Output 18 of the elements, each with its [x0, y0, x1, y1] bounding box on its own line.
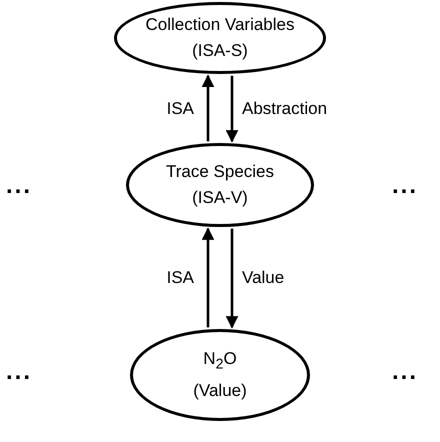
- arrow: [226, 76, 238, 143]
- ellipsis: ...: [6, 358, 32, 386]
- ellipsis: ...: [392, 172, 418, 200]
- edge-label: ISA: [166, 98, 194, 118]
- node-text: Trace Species: [166, 161, 274, 183]
- arrow: [202, 227, 214, 328]
- edge-label: Value: [242, 268, 284, 288]
- node-text: (ISA-S): [192, 40, 248, 62]
- node-text: (ISA-V): [192, 187, 248, 209]
- ellipsis: ...: [392, 358, 418, 386]
- edge-label: ISA: [166, 268, 194, 288]
- node-text: (Value): [193, 380, 247, 402]
- edge-label: Abstraction: [242, 98, 328, 118]
- arrow: [202, 74, 214, 142]
- node-text: N$_{2}$O: [203, 348, 237, 375]
- ellipsis: ...: [6, 172, 32, 200]
- node-text: Collection Variables: [146, 14, 294, 36]
- arrow: [226, 228, 238, 329]
